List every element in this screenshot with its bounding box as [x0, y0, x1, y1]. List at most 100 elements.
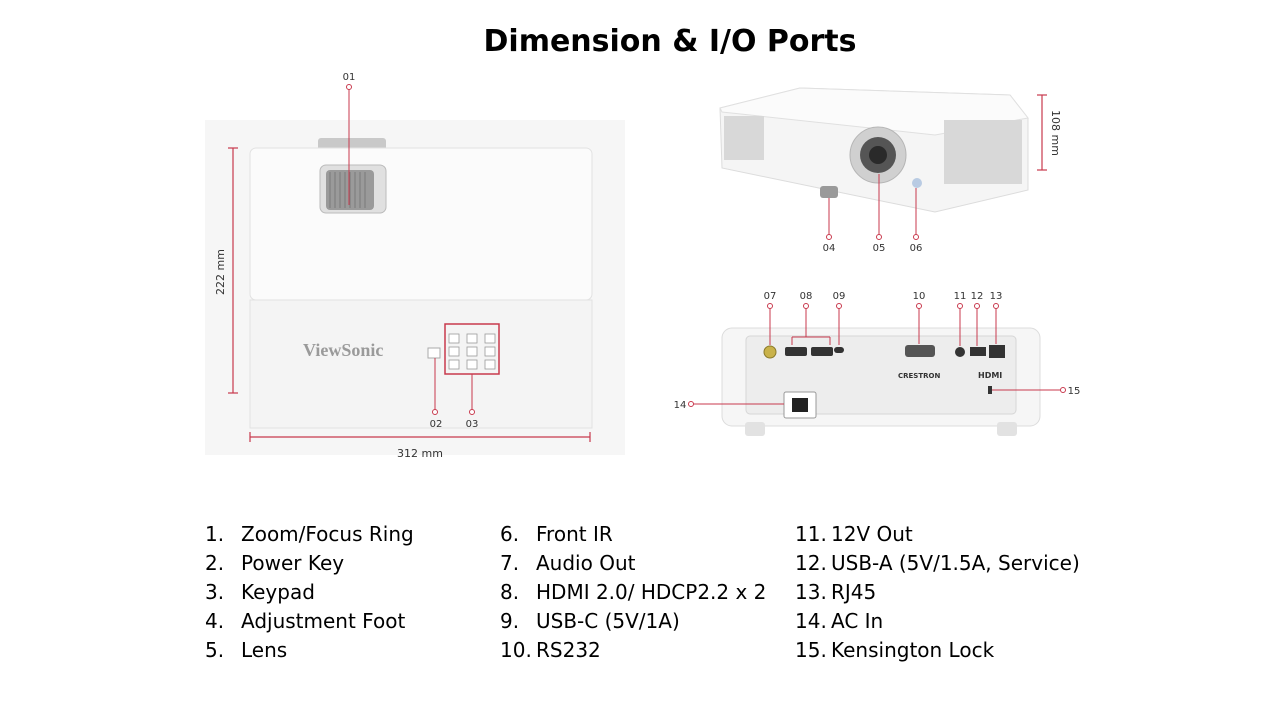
legend-number: 9. — [500, 609, 520, 633]
power-key — [427, 347, 441, 359]
legend-item: 5. Lens — [205, 636, 414, 665]
callout-02: 02 — [430, 419, 443, 430]
rear-view: CRESTRON HDMI 07 08 09 10 11 12 13 14 — [674, 291, 1081, 436]
legend-text: RS232 — [536, 638, 601, 662]
legend-number: 14. — [795, 609, 827, 633]
legend-item: 2. Power Key — [205, 549, 414, 578]
legend-text: Kensington Lock — [831, 638, 995, 662]
callout-12: 12 — [971, 291, 984, 302]
adjustment-foot — [820, 186, 838, 198]
legend-item: 7. Audio Out — [500, 549, 766, 578]
legend-number: 1. — [205, 522, 225, 546]
legend-text: Zoom/Focus Ring — [241, 522, 414, 546]
legend-item: 1. Zoom/Focus Ring — [205, 520, 414, 549]
legend-number: 12. — [795, 551, 827, 575]
page-title: Dimension & I/O Ports — [483, 24, 857, 59]
legend-item: 13.RJ45 — [795, 578, 1080, 607]
usb-a-port — [970, 347, 986, 356]
legend-item: 4. Adjustment Foot — [205, 607, 414, 636]
legend-item: 6. Front IR — [500, 520, 766, 549]
hdmi-port-1 — [785, 347, 807, 356]
brand-logo: ViewSonic — [303, 340, 383, 360]
width-dimension: 312 mm — [397, 447, 443, 460]
callout-14: 14 — [674, 400, 687, 411]
legend-text: Lens — [241, 638, 288, 662]
legend-number: 4. — [205, 609, 225, 633]
legend-item: 10.RS232 — [500, 636, 766, 665]
legend-item: 8. HDMI 2.0/ HDCP2.2 x 2 — [500, 578, 766, 607]
callout-13: 13 — [990, 291, 1003, 302]
legend-column-3: 11.12V Out 12.USB-A (5V/1.5A, Service) 1… — [795, 520, 1080, 665]
rj45-port — [989, 345, 1005, 358]
legend-text: Adjustment Foot — [241, 609, 406, 633]
12v-out-port — [955, 347, 965, 357]
callout-10: 10 — [913, 291, 926, 302]
legend-number: 15. — [795, 638, 827, 662]
legend-item: 12.USB-A (5V/1.5A, Service) — [795, 549, 1080, 578]
ac-in-socket-inner — [792, 398, 808, 412]
callout-05: 05 — [873, 243, 886, 254]
legend-text: USB-C (5V/1A) — [536, 609, 680, 633]
lens-barrel-top — [318, 138, 386, 150]
legend-text: AC In — [831, 609, 884, 633]
hdmi-port-2 — [811, 347, 833, 356]
legend-number: 3. — [205, 580, 225, 604]
height-dimension: 108 mm — [1049, 110, 1062, 156]
callout-03: 03 — [466, 419, 479, 430]
lens-glass — [869, 146, 887, 164]
vent-right — [944, 120, 1022, 184]
callout-09: 09 — [833, 291, 846, 302]
legend-number: 10. — [500, 638, 532, 662]
legend-text: Keypad — [241, 580, 315, 604]
legend-item: 15.Kensington Lock — [795, 636, 1080, 665]
vent-left — [724, 116, 764, 160]
kensington-lock — [988, 386, 992, 394]
legend-number: 13. — [795, 580, 827, 604]
legend-text: RJ45 — [831, 580, 877, 604]
legend-number: 2. — [205, 551, 225, 575]
callout-02-dot — [432, 409, 438, 415]
front-view: 04 05 06 108 mm — [719, 87, 1062, 254]
legend-text: HDMI 2.0/ HDCP2.2 x 2 — [536, 580, 767, 604]
top-view: ViewSonic 01 02 03 312 mm 222 mm — [205, 72, 625, 460]
legend-text: Audio Out — [536, 551, 636, 575]
depth-dimension: 222 mm — [214, 249, 227, 295]
legend-number: 5. — [205, 638, 225, 662]
callout-07: 07 — [764, 291, 777, 302]
callout-01-dot — [346, 84, 352, 90]
legend-column-2: 6. Front IR 7. Audio Out 8. HDMI 2.0/ HDCP2… — [500, 520, 766, 665]
callout-04-dot — [826, 234, 832, 240]
legend-text: Front IR — [536, 522, 613, 546]
legend-number: 7. — [500, 551, 520, 575]
projector-top-lower — [249, 299, 593, 429]
legend-item: 9. USB-C (5V/1A) — [500, 607, 766, 636]
callout-11: 11 — [954, 291, 967, 302]
callout-03-dot — [469, 409, 475, 415]
legend-item: 14.AC In — [795, 607, 1080, 636]
crestron-logo: CRESTRON — [898, 372, 940, 380]
audio-out-port — [763, 345, 777, 359]
callout-01: 01 — [343, 72, 356, 83]
legend-text: USB-A (5V/1.5A, Service) — [831, 551, 1080, 575]
legend-column-1: 1. Zoom/Focus Ring 2. Power Key 3. Keypad 4… — [205, 520, 414, 665]
callout-04: 04 — [823, 243, 836, 254]
hdmi-logo: HDMI — [978, 371, 1002, 380]
callout-08: 08 — [800, 291, 813, 302]
projector-top-upper — [249, 147, 593, 301]
keypad-buttons — [448, 333, 496, 370]
legend-text: 12V Out — [831, 522, 913, 546]
legend-number: 6. — [500, 522, 520, 546]
legend-text: Power Key — [241, 551, 345, 575]
callout-06-dot — [913, 234, 919, 240]
legend-item: 11.12V Out — [795, 520, 1080, 549]
callout-15: 15 — [1068, 386, 1081, 397]
legend-number: 8. — [500, 580, 520, 604]
front-ir — [912, 178, 922, 188]
callout-06: 06 — [910, 243, 923, 254]
legend-item: 3. Keypad — [205, 578, 414, 607]
legend-number: 11. — [795, 522, 827, 546]
usb-c-port — [834, 347, 844, 353]
rs232-port — [905, 345, 935, 357]
callout-05-dot — [876, 234, 882, 240]
